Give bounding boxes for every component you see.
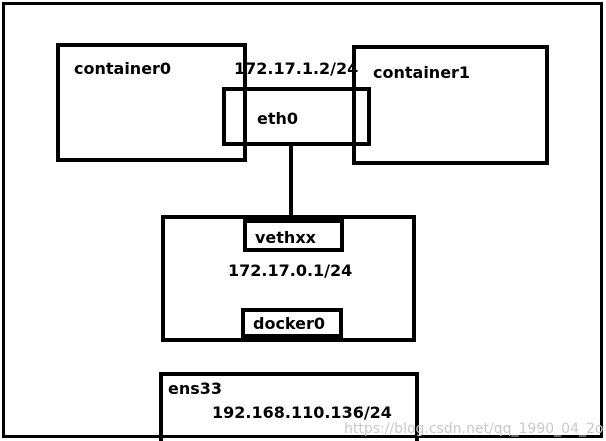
ens33-box [159, 372, 419, 441]
vethxx-label: vethxx [255, 228, 316, 247]
eth0-label: eth0 [257, 109, 299, 128]
ens33-label: ens33 [168, 379, 223, 398]
container1-label: container1 [373, 63, 471, 82]
docker0-label: docker0 [253, 314, 326, 333]
container1-box [352, 45, 549, 165]
container0-box [56, 43, 247, 162]
bridge-ip: 172.17.0.1/24 [228, 261, 353, 280]
eth0-ip: 172.17.1.2/24 [234, 59, 359, 78]
vethxx-box [243, 219, 344, 252]
container0-label: container0 [74, 59, 172, 78]
eth0-box [222, 87, 371, 146]
docker0-box [241, 308, 343, 338]
watermark-text: https://blog.csdn.net/qq_1990_04_2o [344, 421, 604, 437]
veth-link-line [289, 146, 293, 217]
ens33-ip: 192.168.110.136/24 [212, 403, 392, 422]
